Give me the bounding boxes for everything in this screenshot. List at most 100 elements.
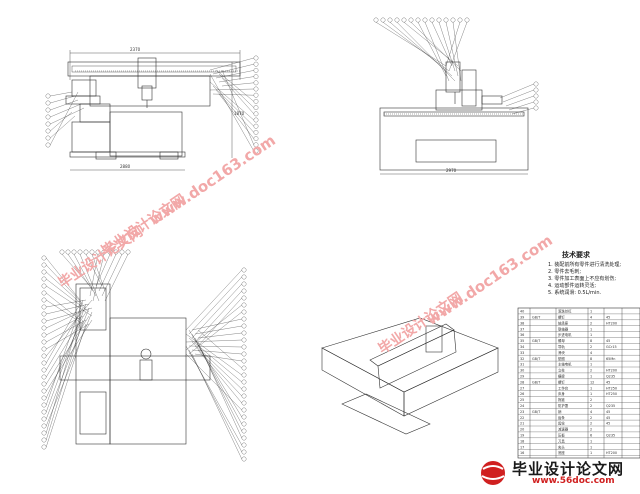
table-cell: 4: [590, 410, 592, 414]
table-cell: 30: [520, 369, 524, 373]
table-cell: 18: [520, 439, 524, 443]
part-balloon: [45, 107, 51, 113]
table-cell: 刀具: [558, 438, 565, 443]
leader-line: [46, 303, 87, 413]
leader-line: [50, 91, 79, 146]
part-balloon: [41, 318, 47, 324]
table-cell: 滑块: [558, 350, 565, 355]
part-balloon: [401, 17, 407, 23]
leader-line: [185, 345, 242, 446]
table-cell: 导轨: [558, 344, 565, 349]
leader-line: [46, 315, 81, 434]
leader-line: [452, 22, 462, 82]
leader-line: [448, 22, 468, 72]
part-balloon: [41, 325, 47, 331]
part-balloon: [241, 316, 247, 322]
leader-line: [218, 93, 254, 139]
table-cell: Q235: [606, 375, 615, 379]
part-balloon: [41, 290, 47, 296]
part-balloon: [41, 395, 47, 401]
table-cell: 16: [520, 451, 524, 455]
table-cell: 24: [520, 404, 524, 408]
tech-requirements: 技术要求 1. 装配前所有零件进行清洗处理; 2. 零件去毛刺; 3. 零件加工…: [548, 252, 628, 297]
leader-line: [46, 257, 81, 301]
leader-line: [188, 349, 242, 453]
table-cell: 2: [590, 404, 592, 408]
part-balloon: [241, 323, 247, 329]
part-balloon: [253, 99, 259, 104]
part-balloon: [253, 80, 259, 86]
part-balloon: [253, 55, 259, 61]
leader-line: [67, 254, 94, 292]
table-cell: 27: [520, 386, 524, 390]
table-cell: 36: [520, 333, 524, 337]
leader-line: [79, 254, 100, 302]
part-balloon: [241, 274, 247, 280]
table-cell: 65Mn: [606, 357, 615, 361]
leader-line: [215, 70, 254, 79]
part-balloon: [41, 444, 47, 450]
table-cell: 夹头: [558, 444, 565, 449]
logo-text: 毕业设计论文网: [512, 460, 625, 478]
tech-requirement-line: 4. 运动部件运转灵活;: [548, 283, 597, 289]
table-cell: 2: [590, 422, 592, 426]
table-cell: 步进电机: [558, 332, 572, 337]
table-cell: 1: [590, 451, 592, 455]
part-balloon: [241, 407, 247, 413]
part-balloon: [41, 402, 47, 408]
table-cell: 25: [520, 398, 524, 402]
leader-line: [188, 276, 242, 335]
part-balloon: [41, 262, 47, 268]
leader-line: [46, 307, 93, 322]
part-balloon: [253, 105, 259, 110]
table-cell: HT200: [606, 369, 617, 373]
leader-line: [209, 73, 254, 152]
part-balloon: [241, 365, 247, 371]
table-cell: 28: [520, 380, 524, 384]
leader-line: [91, 254, 106, 292]
part-balloon: [241, 330, 247, 336]
side-dim-bottom: 2970: [446, 168, 457, 173]
table-cell: 1: [590, 392, 592, 396]
part-balloon: [464, 17, 470, 23]
part-balloon: [41, 374, 47, 380]
leader-line: [46, 271, 87, 309]
table-cell: GCr15: [606, 345, 617, 349]
table-cell: 22: [520, 416, 524, 420]
tech-requirement-line: 3. 零件加工表面上不应有划伤;: [548, 276, 617, 282]
logo-url: www.56doc.com: [532, 476, 615, 486]
leader-line: [50, 95, 76, 104]
leader-line: [101, 254, 123, 297]
table-cell: 38: [520, 321, 524, 325]
leader-line: [194, 337, 242, 432]
parts-table: [517, 307, 640, 459]
leader-line: [50, 107, 85, 125]
table-cell: 垫圈: [558, 356, 565, 361]
table-cell: GB/T: [532, 380, 541, 384]
leader-line: [389, 22, 453, 77]
table-cell: 32: [520, 357, 524, 361]
table-cell: 床身: [558, 391, 565, 396]
leader-line: [191, 283, 242, 339]
part-balloon: [45, 114, 51, 120]
part-balloon: [41, 388, 47, 394]
table-cell: 齿条: [558, 415, 565, 420]
table-cell: 拖链: [558, 397, 565, 402]
leader-line: [375, 22, 447, 67]
table-cell: 2: [590, 369, 592, 373]
part-balloon: [450, 17, 456, 23]
leader-line: [185, 339, 242, 343]
table-cell: 45: [606, 410, 610, 414]
leader-line: [499, 83, 534, 99]
table-cell: 17: [520, 445, 524, 449]
leader-line: [46, 299, 87, 308]
leader-line: [221, 69, 254, 145]
table-cell: 立柱: [558, 368, 565, 373]
part-balloon: [241, 435, 247, 441]
table-cell: 33: [520, 351, 524, 355]
part-balloon: [241, 337, 247, 343]
part-balloon: [45, 100, 51, 106]
leader-line: [188, 337, 242, 383]
part-balloon: [41, 269, 47, 275]
part-balloon: [41, 304, 47, 310]
